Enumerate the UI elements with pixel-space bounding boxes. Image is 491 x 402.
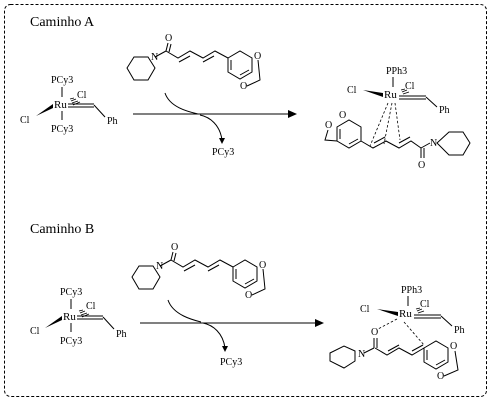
route-b-product-chloride-left: Cl: [360, 304, 370, 315]
route-a-reactant-chloride-left: Cl: [20, 115, 30, 126]
route-a-product-chloride-right: Cl: [405, 81, 415, 92]
route-b-reactant-complex: PCy3 Ru Cl Ph Cl PCy3: [30, 287, 127, 347]
route-a-product-oxygen: O: [418, 160, 425, 171]
route-b-substrate-ring-oxygen-1: O: [259, 260, 266, 271]
route-b-reactant-chloride-left: Cl: [30, 326, 40, 337]
route-b-product-ring-oxygen-1: O: [450, 341, 457, 352]
route-b-product-phenyl: Ph: [454, 325, 465, 336]
route-a-substrate-incoming-arrow: [164, 92, 199, 115]
route-b-reactant-ligand-top: PCy3: [60, 287, 82, 298]
route-b-byproduct: PCy3: [220, 357, 242, 368]
route-a-reactant-ligand-bottom: PCy3: [51, 124, 73, 135]
route-b-substrate-ring-oxygen-2: O: [245, 290, 252, 301]
route-a-product-ligand-top: PPh3: [386, 66, 407, 77]
route-a-product-ring-oxygen-1: O: [325, 120, 332, 131]
route-b-byproduct-outgoing-arrow: [202, 322, 226, 349]
route-b-substrate-oxygen: O: [171, 242, 178, 253]
route-a: Caminho A PCy3 Ru Cl Ph Cl PCy3 N O: [20, 15, 471, 171]
route-a-reactant-phenyl: Ph: [107, 116, 118, 127]
route-a-reactant-complex: PCy3 Ru Cl Ph Cl PCy3: [20, 75, 118, 135]
route-b-reactant-ligand-bottom: PCy3: [60, 336, 82, 347]
route-b-product-nitrogen: N: [358, 349, 365, 360]
route-a-substrate-piperine: N O O O: [126, 33, 261, 92]
route-a-substrate-oxygen: O: [165, 33, 172, 44]
route-a-title: Caminho A: [30, 15, 95, 30]
route-a-byproduct-outgoing-arrow: [199, 114, 223, 141]
route-a-product-phenyl: Ph: [439, 105, 450, 116]
route-b-substrate-incoming-arrow: [167, 299, 202, 323]
route-b-product-oxygen: O: [371, 327, 378, 338]
route-b-product-complex: PPh3 Ru Cl Cl Ph O N O O: [329, 285, 465, 382]
route-b-product-chloride-right: Cl: [420, 299, 430, 310]
route-a-product-ring-oxygen-2: O: [339, 110, 346, 121]
route-a-product-complex: PPh3 Ru Cl Cl Ph O O O: [324, 66, 471, 171]
route-a-substrate-ring-oxygen-1: O: [254, 51, 261, 62]
route-a-reactant-metal: Ru: [54, 99, 67, 111]
route-a-byproduct: PCy3: [212, 147, 234, 158]
route-b-product-metal: Ru: [399, 308, 412, 320]
route-a-product-nitrogen: N: [430, 138, 437, 149]
route-b-title: Caminho B: [30, 222, 94, 237]
route-a-substrate-nitrogen: N: [151, 52, 158, 63]
route-b-substrate-nitrogen: N: [156, 261, 163, 272]
dashed-frame: [4, 4, 487, 397]
route-a-product-chloride-left: Cl: [347, 85, 357, 96]
route-b-product-ligand-top: PPh3: [401, 285, 422, 296]
route-a-substrate-ring-oxygen-2: O: [240, 81, 247, 92]
route-a-reactant-ligand-top: PCy3: [51, 75, 73, 86]
route-a-product-metal: Ru: [384, 89, 397, 101]
route-a-reactant-chloride-right: Cl: [77, 90, 87, 101]
route-b-reactant-metal: Ru: [63, 311, 76, 323]
route-b-product-ring-oxygen-2: O: [437, 371, 444, 382]
route-b-reactant-chloride-right: Cl: [86, 301, 96, 312]
route-b-reactant-phenyl: Ph: [116, 329, 127, 340]
route-b-substrate-piperine: N O O O: [131, 242, 266, 301]
route-b: Caminho B PCy3 Ru Cl Ph Cl PCy3 N O: [30, 222, 465, 382]
